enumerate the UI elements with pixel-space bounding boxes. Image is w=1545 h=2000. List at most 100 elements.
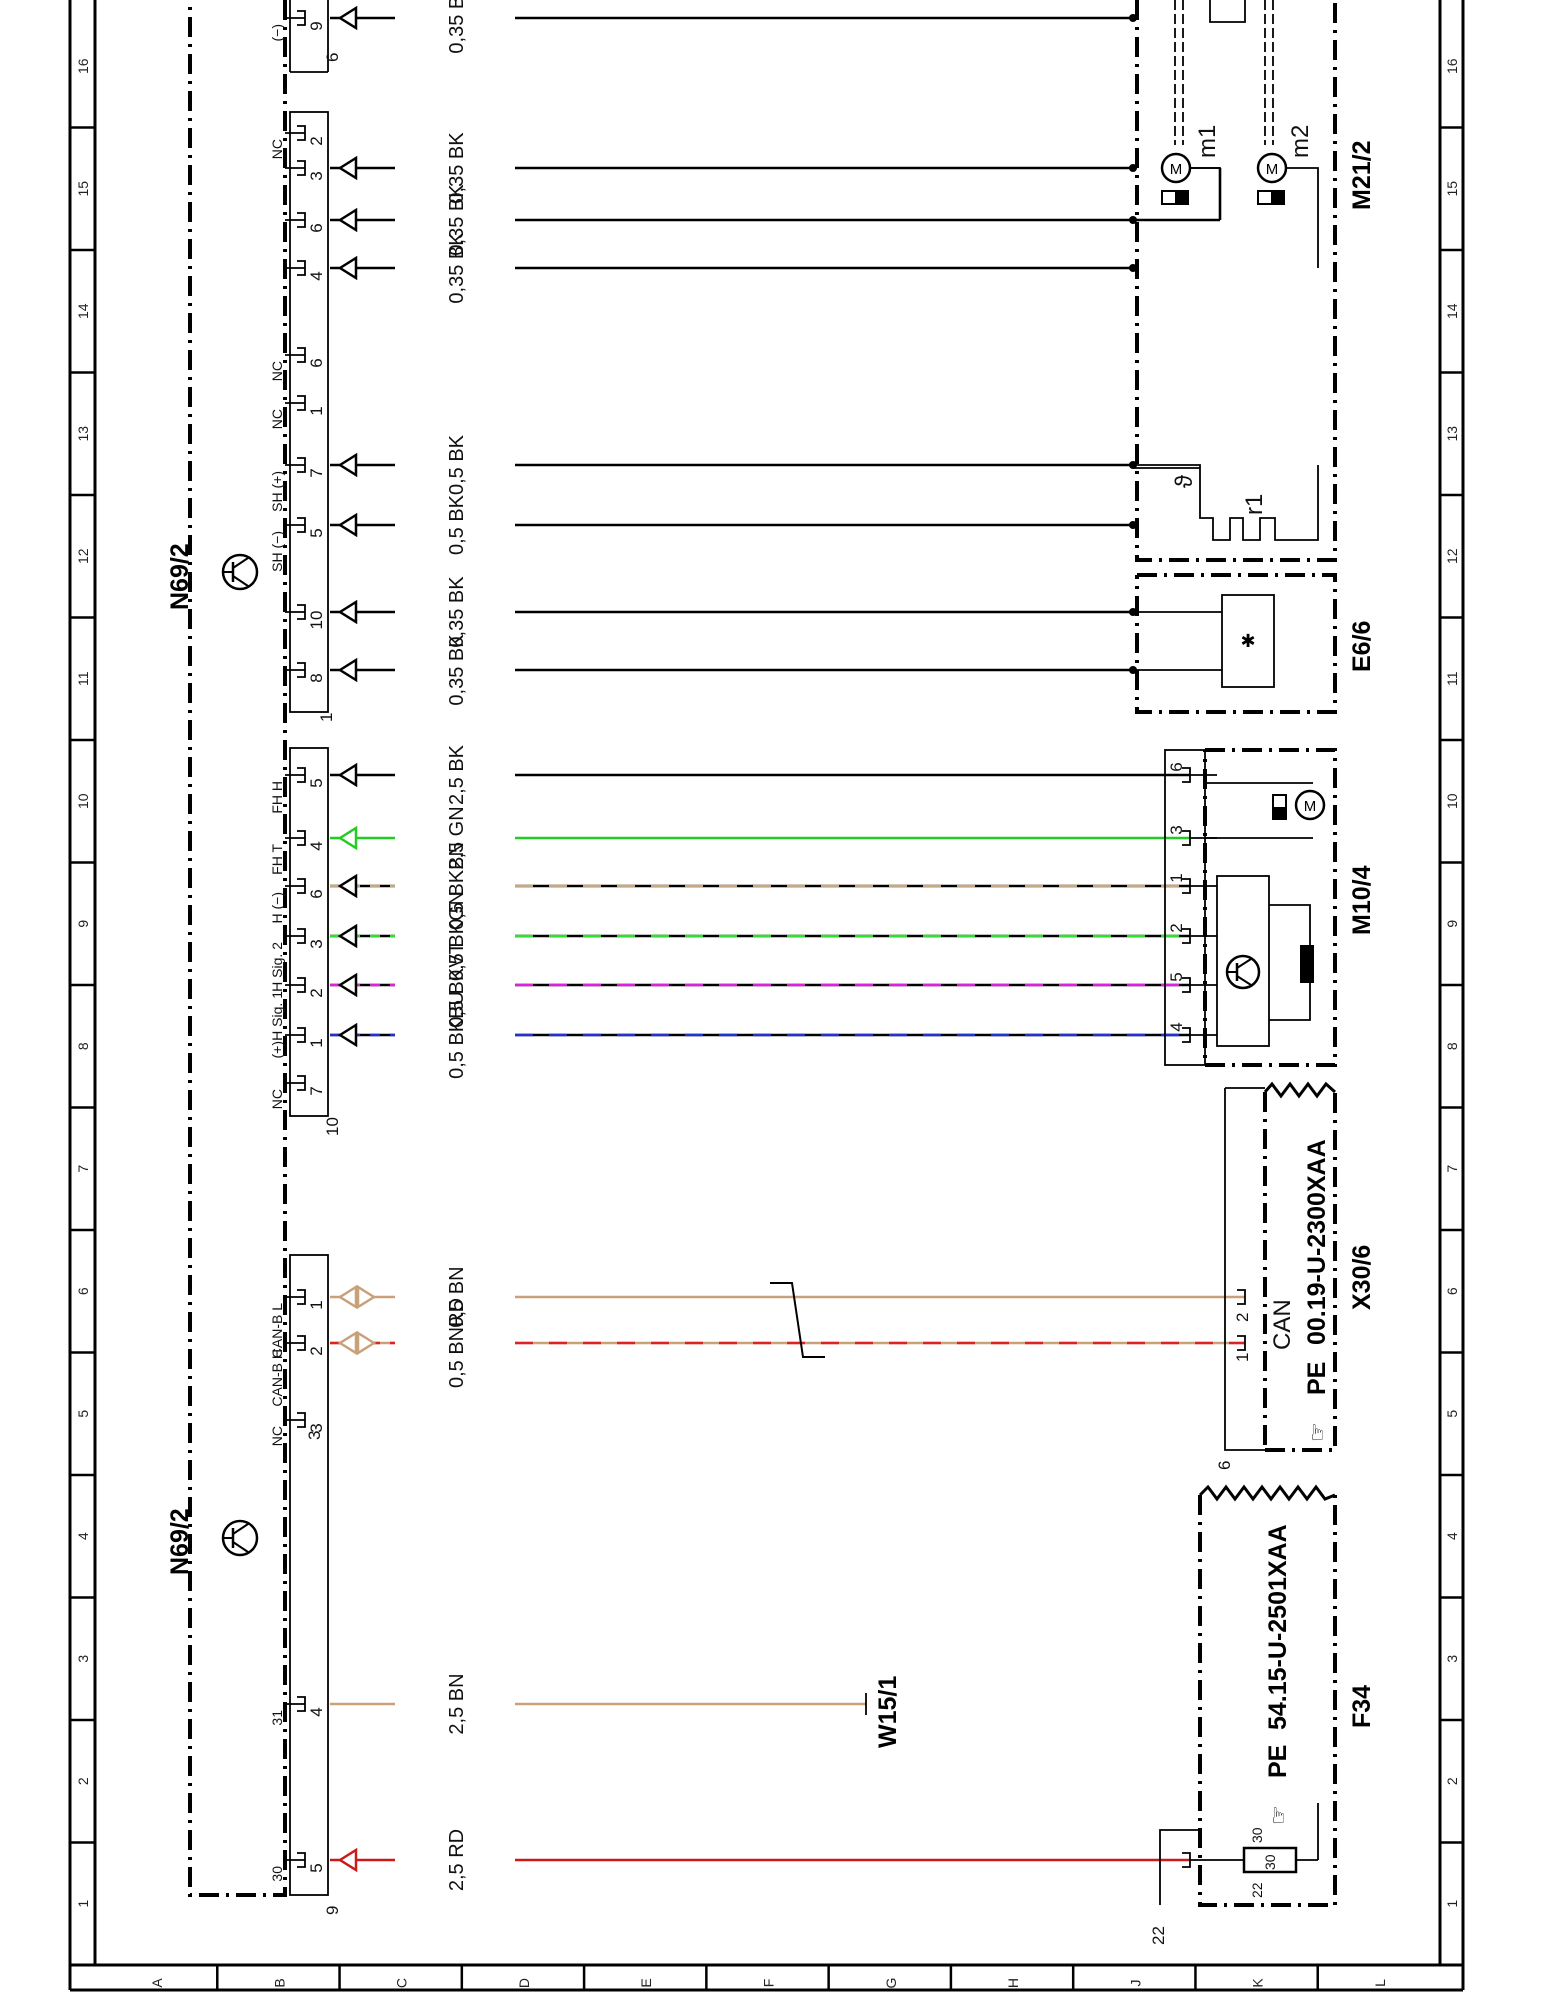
wire-label: 0,35 BK (446, 232, 468, 304)
pin-signal: NC (269, 1426, 285, 1446)
pin-number: 3 (307, 1423, 326, 1432)
x30-6-pin-1: 1 (1233, 1353, 1252, 1362)
module-name-lower: N69/2 (166, 1508, 194, 1575)
column-number: 16 (75, 58, 91, 74)
column-number: 16 (1444, 58, 1460, 74)
w15-1-label: W15/1 (874, 1676, 902, 1748)
column-number: 3 (1444, 1655, 1460, 1663)
transistor-icon (221, 553, 259, 591)
wire-label: 0,35 BK (446, 634, 468, 706)
m10-4-pin: 6 (1167, 762, 1186, 771)
wire-label: 0,5 BNRD (446, 1298, 468, 1388)
row-letter: J (1127, 1980, 1143, 1987)
pin-number: 4 (307, 1707, 326, 1716)
x30-6-pin-2: 2 (1233, 1313, 1252, 1322)
pin-signal: FH T (269, 844, 285, 875)
connector-9: 9 (323, 1906, 342, 1915)
row-letter: H (1005, 1978, 1021, 1988)
motor-m2-label: m2 (1287, 125, 1314, 158)
row-letter: B (271, 1978, 287, 1987)
wire-label: 2,5 GN (446, 806, 468, 869)
wire-label: 2,5 RD (446, 1829, 468, 1891)
row-letter: E (638, 1978, 654, 1987)
pin-number: 7 (307, 1086, 326, 1095)
pin-number: 2 (307, 136, 326, 145)
pin-signal: 31 (269, 1710, 285, 1726)
column-number: 11 (75, 671, 91, 686)
pin-signal: CAN-B L (269, 1303, 285, 1358)
r1-label: r1 (1241, 494, 1268, 515)
pin-signal: CAN-B H (269, 1349, 285, 1407)
pin-signal: SH (+) (269, 471, 285, 512)
pin-signal: H (−) (269, 892, 285, 924)
wire: 2NC (269, 125, 326, 159)
pin-number: 1 (307, 1038, 326, 1047)
m10-4-pin: 3 (1167, 825, 1186, 834)
column-number: 8 (75, 1042, 91, 1050)
svg-text:M: M (1304, 798, 1317, 815)
m10-4-pin: 2 (1167, 923, 1186, 932)
pin-signal: 30 (269, 1866, 285, 1882)
x30-6-pe: PE (1303, 1362, 1331, 1395)
wire-label: 0,5 BK (446, 434, 468, 495)
transistor-icon (1225, 954, 1261, 990)
pin-number: 3 (307, 171, 326, 180)
temperature-symbol-icon: ϑ (1171, 475, 1198, 488)
wire-label: 0,5 BK (446, 494, 468, 555)
pin-number: 6 (307, 223, 326, 232)
pin-number: 7 (307, 468, 326, 477)
wire-label: 0,5 BN (446, 1266, 468, 1327)
motor-m2-icon: M (1256, 152, 1288, 205)
x30-6-can-label: CAN (1269, 1299, 1296, 1350)
column-number: 5 (75, 1410, 91, 1418)
pin-number: 2 (307, 1346, 326, 1355)
m21-2-label: M21/2 (1348, 141, 1376, 210)
wire: 6NC (269, 347, 326, 381)
can-connector-x30-6: 6 2 1 CAN 00.19-U-2300XAA PE ☞ X30/6 (1215, 1081, 1376, 1470)
light-icon: ✱ (1240, 631, 1255, 651)
row-letter: K (1250, 1978, 1266, 1988)
lamp-e6-6: ✱ E6/6 (1133, 573, 1376, 714)
f34-pin-30: 30 (1249, 1827, 1265, 1843)
wire-label: 0,5 BKBU (446, 991, 468, 1079)
column-number: 10 (1444, 793, 1460, 809)
wire: 3 NC (269, 1412, 326, 1446)
transistor-icon (221, 1519, 259, 1557)
pin-signal: FH H (269, 781, 285, 814)
column-number: 1 (1444, 1900, 1460, 1908)
column-number: 2 (75, 1777, 91, 1785)
pin-number: 6 (307, 889, 326, 898)
x30-6-label: X30/6 (1348, 1245, 1376, 1310)
column-number: 6 (1444, 1287, 1460, 1295)
fuse-box-f34: 30 30 22 22 54.15-U-2501XAA PE ☞ F34 (1149, 1484, 1376, 1945)
m10-4-pin: 5 (1167, 972, 1186, 981)
row-letter: C (394, 1978, 410, 1988)
wire: 3 0,35 BK (285, 132, 1137, 204)
twisted-pair-marker (770, 1282, 825, 1358)
connector-3: 3 (305, 1431, 324, 1440)
pin-signal: (−) (269, 24, 285, 42)
f34-pe: PE (1264, 1745, 1292, 1778)
column-number: 7 (1444, 1165, 1460, 1173)
m10-4-pin: 4 (1167, 1022, 1186, 1031)
connector-1: 1 (317, 713, 336, 722)
f34-connector-22: 22 (1149, 1926, 1168, 1945)
control-module-n69-2: 6 1 10 3 9 N69/2 N69/2 (166, 0, 342, 1915)
pin-number: 10 (307, 611, 326, 630)
wire-label: 0,35 BK (446, 0, 468, 54)
pin-signal: (+) (269, 1041, 285, 1059)
pointing-hand-icon: ☞ (1305, 1422, 1330, 1442)
wire-label: 0,35 BK (446, 132, 468, 204)
pin-number: 5 (307, 1863, 326, 1872)
column-number: 7 (75, 1165, 91, 1173)
wire: 1 (+) 0,5 BKBU (269, 991, 1191, 1079)
column-number: 2 (1444, 1777, 1460, 1785)
pin-number: 3 (307, 939, 326, 948)
